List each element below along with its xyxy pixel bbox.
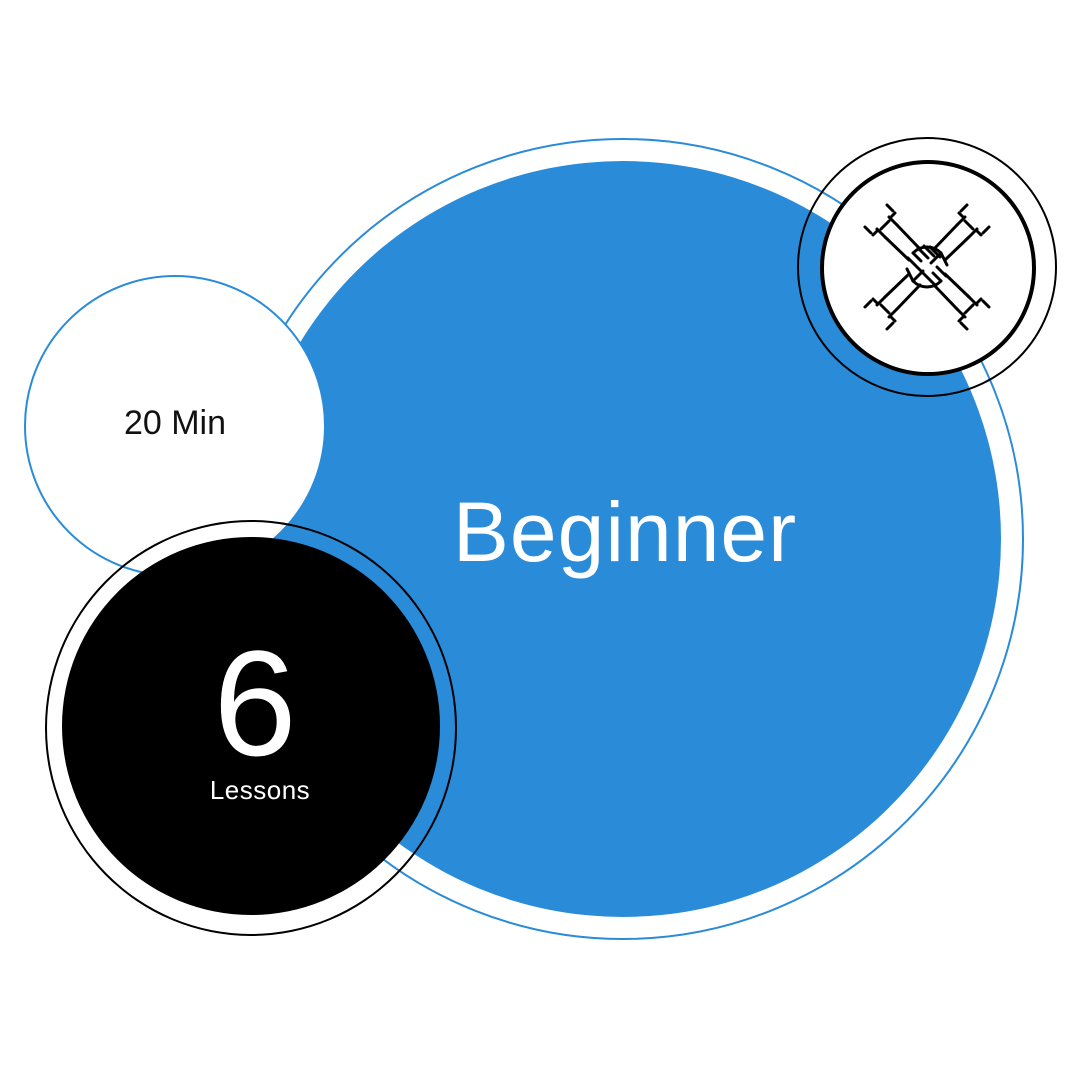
lesson-count: 6 bbox=[213, 619, 297, 787]
duration-label: 20 Min bbox=[123, 404, 227, 442]
level-label: Beginner bbox=[452, 485, 798, 579]
icon-circle-outline bbox=[797, 137, 1057, 397]
lessons-circle bbox=[62, 537, 440, 915]
teamwork-hands-icon bbox=[863, 203, 991, 331]
icon-circle bbox=[820, 160, 1036, 376]
lessons-label: Lessons bbox=[209, 775, 311, 805]
lessons-circle-outline bbox=[45, 520, 457, 936]
